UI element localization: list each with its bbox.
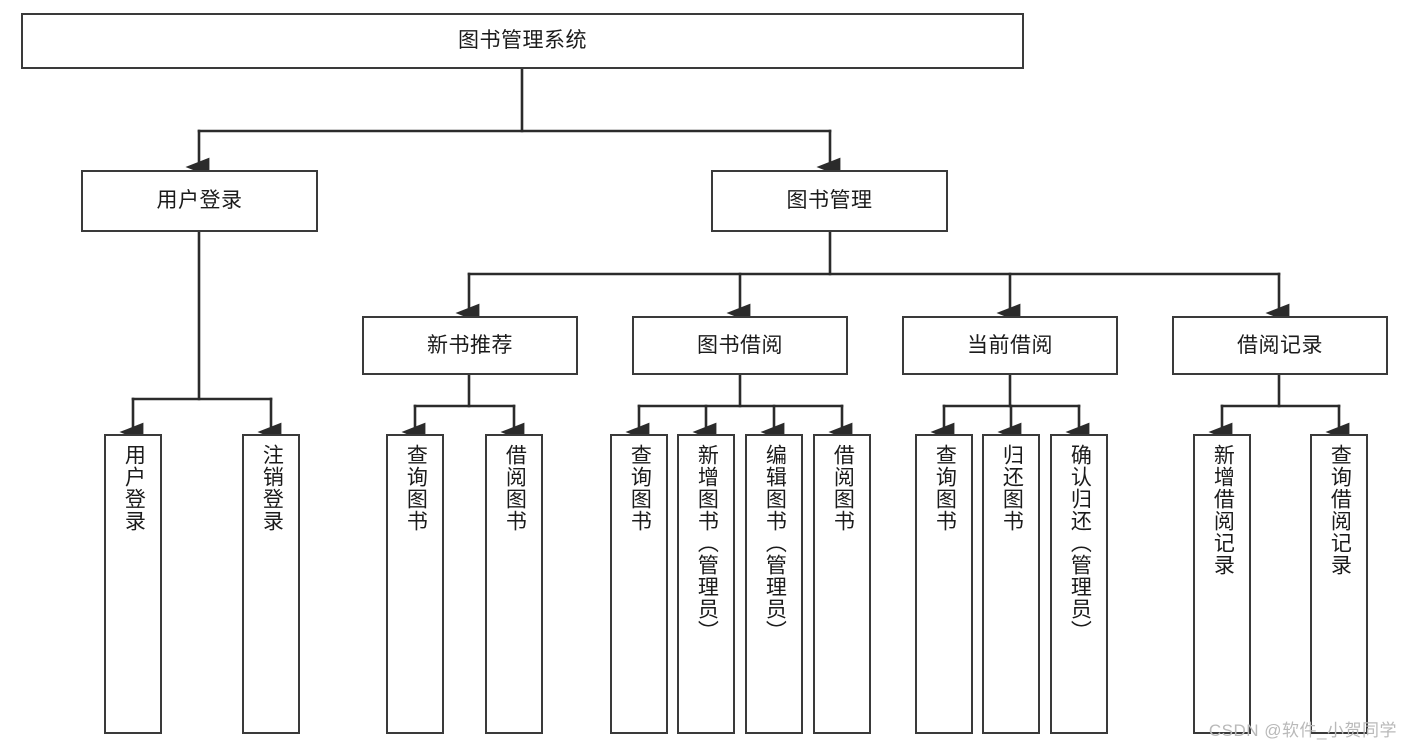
node-book-borrow[interactable]: 图书借阅 (632, 316, 848, 375)
node-root[interactable]: 图书管理系统 (21, 13, 1024, 69)
node-root-label: 图书管理系统 (458, 29, 587, 53)
node-leaf-borrow-book-2[interactable]: 借阅图书 (813, 434, 871, 734)
node-user-login-label: 用户登录 (156, 189, 243, 213)
node-leaf-borrow-book-2-label: 借阅图书 (831, 444, 855, 532)
node-leaf-confirm-return-label: 确认归还（管理员） (1068, 444, 1092, 642)
node-user-login[interactable]: 用户登录 (81, 170, 318, 232)
node-leaf-add-book[interactable]: 新增图书（管理员） (677, 434, 735, 734)
node-book-borrow-label: 图书借阅 (697, 333, 783, 357)
node-leaf-add-book-label: 新增图书（管理员） (695, 444, 719, 642)
node-new-book-recommend[interactable]: 新书推荐 (362, 316, 578, 375)
node-book-management-label: 图书管理 (786, 189, 873, 213)
node-leaf-borrow-book-1-label: 借阅图书 (503, 444, 527, 532)
node-leaf-user-logout[interactable]: 注销登录 (242, 434, 300, 734)
node-current-borrow[interactable]: 当前借阅 (902, 316, 1118, 375)
node-leaf-add-record-label: 新增借阅记录 (1211, 444, 1235, 576)
node-leaf-confirm-return[interactable]: 确认归还（管理员） (1050, 434, 1108, 734)
node-leaf-query-record[interactable]: 查询借阅记录 (1310, 434, 1368, 734)
node-borrow-record[interactable]: 借阅记录 (1172, 316, 1388, 375)
node-book-management[interactable]: 图书管理 (711, 170, 948, 232)
node-leaf-query-book-2[interactable]: 查询图书 (610, 434, 668, 734)
node-leaf-query-book-3-label: 查询图书 (933, 444, 957, 532)
node-current-borrow-label: 当前借阅 (967, 333, 1053, 357)
node-leaf-borrow-book-1[interactable]: 借阅图书 (485, 434, 543, 734)
csdn-watermark: CSDN @软件_小贺同学 (1208, 721, 1397, 740)
node-leaf-user-login-label: 用户登录 (122, 444, 146, 532)
node-leaf-query-book-1[interactable]: 查询图书 (386, 434, 444, 734)
node-leaf-edit-book-label: 编辑图书（管理员） (763, 444, 787, 642)
node-leaf-return-book-label: 归还图书 (1000, 444, 1024, 532)
node-leaf-user-login[interactable]: 用户登录 (104, 434, 162, 734)
node-leaf-query-book-2-label: 查询图书 (628, 444, 652, 532)
node-new-book-recommend-label: 新书推荐 (427, 333, 513, 357)
node-leaf-return-book[interactable]: 归还图书 (982, 434, 1040, 734)
node-leaf-query-book-1-label: 查询图书 (404, 444, 428, 532)
node-leaf-add-record[interactable]: 新增借阅记录 (1193, 434, 1251, 734)
node-borrow-record-label: 借阅记录 (1237, 333, 1323, 357)
node-leaf-edit-book[interactable]: 编辑图书（管理员） (745, 434, 803, 734)
node-leaf-query-book-3[interactable]: 查询图书 (915, 434, 973, 734)
node-leaf-query-record-label: 查询借阅记录 (1328, 444, 1352, 576)
node-leaf-user-logout-label: 注销登录 (260, 444, 284, 532)
